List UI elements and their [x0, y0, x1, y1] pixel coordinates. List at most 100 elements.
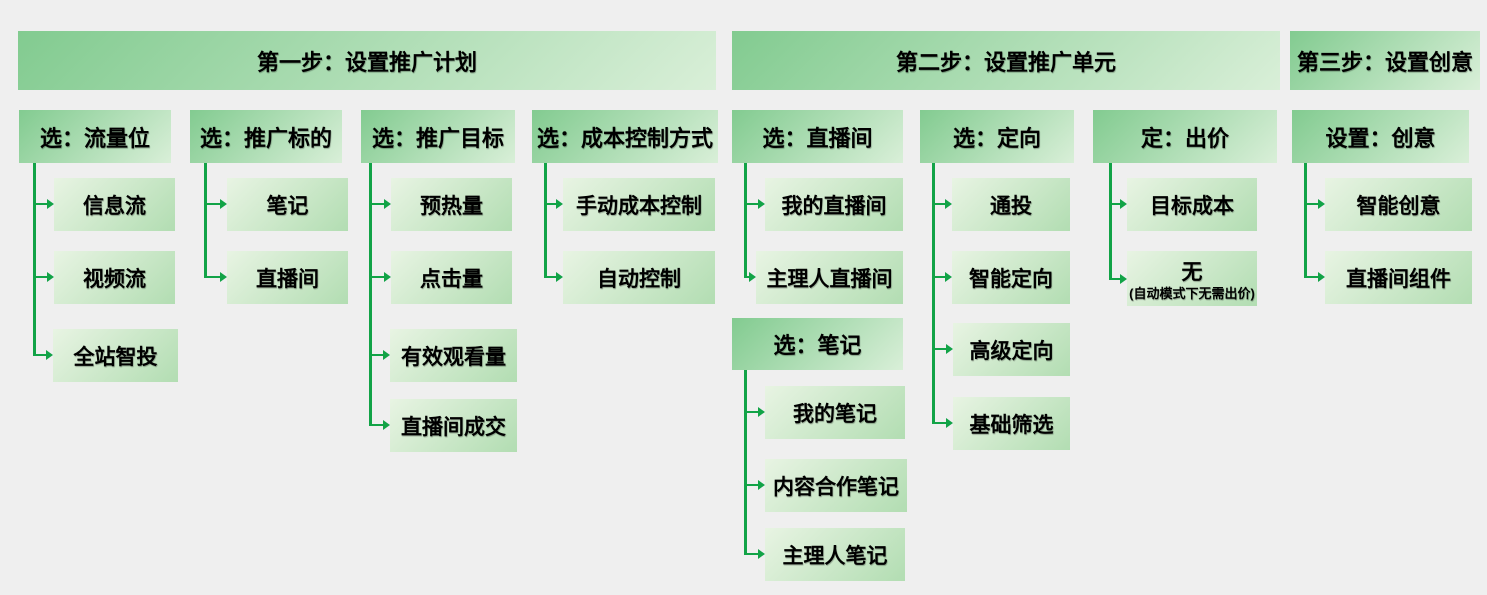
node-live-room-component-label: 直播间组件	[1346, 267, 1451, 291]
group-note-select: 选：笔记	[732, 318, 903, 370]
node-sitewide-smart: 全站智投	[53, 329, 178, 382]
connector-branch	[33, 276, 47, 278]
group-live-room-label: 选：直播间	[762, 125, 873, 151]
node-smart-targeting: 智能定向	[952, 251, 1070, 304]
connector-branch	[744, 411, 758, 413]
arrowhead-icon	[1318, 199, 1325, 209]
arrowhead-icon	[758, 549, 765, 559]
group-promo-goal-label: 选：推广目标	[371, 125, 504, 151]
group-traffic-slot: 选：流量位	[19, 110, 171, 163]
node-click-volume: 点击量	[391, 251, 512, 304]
node-sitewide-smart-label: 全站智投	[73, 345, 158, 369]
connector-branch	[369, 424, 383, 426]
node-note-label: 笔记	[266, 194, 309, 218]
group-bidding-label: 定：出价	[1140, 125, 1229, 151]
node-video-feed: 视频流	[54, 251, 175, 304]
connector-branch	[544, 276, 556, 278]
connector-trunk	[544, 163, 547, 278]
node-basic-filter-label: 基础筛选	[969, 413, 1054, 437]
connector-trunk	[204, 163, 207, 278]
group-traffic-slot-label: 选：流量位	[39, 125, 150, 151]
arrowhead-icon	[383, 350, 390, 360]
group-cost-control: 选：成本控制方式	[532, 110, 718, 163]
connector-branch	[1109, 203, 1120, 205]
connector-branch	[932, 422, 946, 424]
arrowhead-icon	[945, 272, 952, 282]
arrowhead-icon	[946, 344, 953, 354]
arrowhead-icon	[749, 272, 756, 282]
node-live-room-component: 直播间组件	[1325, 251, 1472, 304]
node-note: 笔记	[227, 178, 348, 231]
arrowhead-icon	[946, 418, 953, 428]
step1-header: 第一步：设置推广计划	[18, 31, 716, 90]
connector-branch	[744, 484, 758, 486]
arrowhead-icon	[384, 272, 391, 282]
node-advanced-targeting: 高级定向	[953, 323, 1070, 376]
node-advanced-targeting-label: 高级定向	[969, 339, 1054, 363]
connector-branch	[932, 276, 945, 278]
step3-header: 第三步：设置创意	[1290, 31, 1480, 90]
group-cost-control-label: 选：成本控制方式	[536, 125, 713, 151]
step2-header: 第二步：设置推广单元	[732, 31, 1280, 90]
group-creative: 设置：创意	[1292, 110, 1469, 163]
node-preheat-volume-label: 预热量	[420, 194, 483, 218]
node-video-feed-label: 视频流	[83, 267, 146, 291]
arrowhead-icon	[383, 420, 390, 430]
connector-trunk	[369, 163, 372, 426]
node-host-note-label: 主理人笔记	[782, 544, 888, 568]
group-note-select-label: 选：笔记	[773, 333, 862, 358]
node-content-coop-note-label: 内容合作笔记	[773, 475, 899, 499]
group-bidding: 定：出价	[1093, 110, 1277, 163]
arrowhead-icon	[46, 350, 53, 360]
arrowhead-icon	[1120, 199, 1127, 209]
node-host-note: 主理人笔记	[765, 528, 905, 581]
node-info-feed-label: 信息流	[83, 194, 146, 218]
connector-branch	[744, 203, 758, 205]
node-general-targeting: 通投	[952, 178, 1070, 231]
node-live-room: 直播间	[227, 251, 348, 304]
arrowhead-icon	[556, 199, 563, 209]
connector-branch	[1304, 203, 1318, 205]
connector-trunk	[744, 370, 747, 555]
step3-label: 第三步：设置创意	[1296, 49, 1473, 75]
group-creative-label: 设置：创意	[1325, 125, 1436, 151]
node-live-room-label: 直播间	[256, 267, 319, 291]
group-promo-goal: 选：推广目标	[361, 110, 515, 163]
connector-trunk	[932, 163, 935, 424]
group-targeting: 选：定向	[920, 110, 1074, 163]
arrowhead-icon	[47, 199, 54, 209]
arrowhead-icon	[220, 272, 227, 282]
node-my-note: 我的笔记	[765, 386, 905, 439]
node-manual-cost-control: 手动成本控制	[563, 178, 715, 231]
connector-branch	[744, 553, 758, 555]
node-no-bid-sublabel: (自动模式下无需出价)	[1129, 285, 1255, 301]
group-live-room: 选：直播间	[732, 110, 903, 163]
group-promo-target: 选：推广标的	[190, 110, 342, 163]
group-promo-target-label: 选：推广标的	[199, 125, 332, 151]
arrowhead-icon	[384, 199, 391, 209]
arrowhead-icon	[1318, 272, 1325, 282]
node-manual-cost-control-label: 手动成本控制	[576, 194, 702, 218]
node-preheat-volume: 预热量	[391, 178, 512, 231]
arrowhead-icon	[47, 272, 54, 282]
node-live-room-deal-label: 直播间成交	[401, 415, 506, 439]
step2-label: 第二步：设置推广单元	[895, 49, 1116, 75]
connector-branch	[369, 276, 384, 278]
connector-trunk	[1109, 163, 1112, 280]
node-host-live-room: 主理人直播间	[756, 251, 903, 304]
arrowhead-icon	[758, 480, 765, 490]
node-no-bid-label: 无	[1181, 260, 1203, 284]
connector-branch	[369, 354, 383, 356]
connector-branch	[204, 276, 220, 278]
arrowhead-icon	[758, 407, 765, 417]
connector-branch	[932, 348, 946, 350]
connector-branch	[33, 354, 46, 356]
node-auto-control-label: 自动控制	[597, 267, 681, 291]
arrowhead-icon	[758, 199, 765, 209]
group-targeting-label: 选：定向	[952, 125, 1041, 151]
node-click-volume-label: 点击量	[420, 267, 483, 291]
connector-branch	[544, 203, 556, 205]
node-smart-targeting-label: 智能定向	[969, 267, 1053, 291]
arrowhead-icon	[220, 199, 227, 209]
connector-trunk	[33, 163, 36, 356]
